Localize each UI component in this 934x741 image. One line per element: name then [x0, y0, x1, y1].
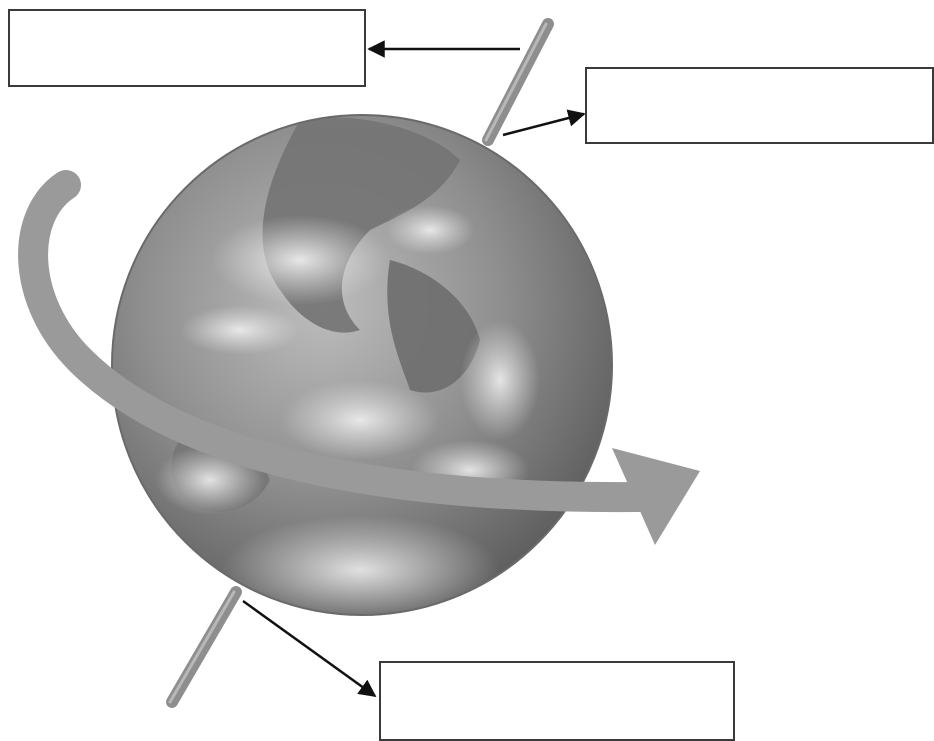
rotation-axis-bottom — [172, 592, 236, 702]
label-box-top-left[interactable] — [8, 9, 366, 87]
rotation-axis-top — [488, 24, 548, 140]
pointer-arrow-top-right — [503, 114, 584, 135]
label-box-top-right[interactable] — [585, 67, 934, 144]
earth-globe — [112, 115, 612, 625]
label-box-bottom[interactable] — [379, 661, 735, 741]
